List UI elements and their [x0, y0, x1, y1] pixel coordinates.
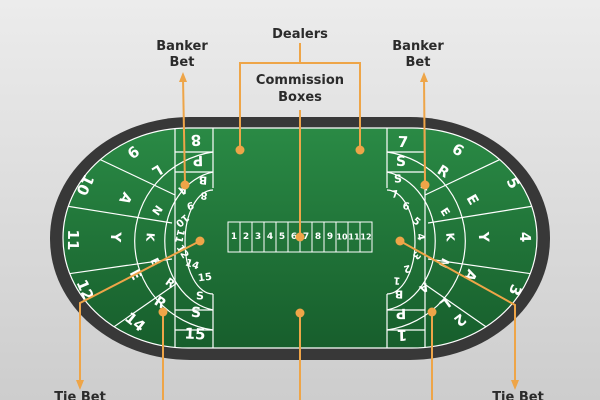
right-inner-marking: 1 — [393, 274, 401, 286]
commission-box-number: 4 — [267, 232, 273, 242]
commission-box-number: 10 — [336, 233, 348, 242]
commission-box-number: 6 — [291, 232, 297, 242]
right-inner-marking: 7 — [391, 189, 399, 201]
left-player-marking: S — [191, 305, 202, 322]
right-inner-marking: 2 — [402, 262, 412, 274]
left-banker-marking: S — [196, 290, 204, 303]
betting-lines — [63, 128, 537, 348]
commission-box-number: 5 — [279, 232, 285, 242]
right-player-marking: Y — [475, 231, 492, 244]
banker-bet-left-line1: Banker — [156, 39, 208, 54]
right-banker-marking: B — [395, 287, 404, 300]
left-outer-marking: 11 — [64, 229, 82, 250]
right-inner-marking: 6 — [402, 201, 411, 213]
right-outer-marking: 7 — [398, 133, 409, 151]
commission-box-number: 11 — [348, 233, 360, 242]
dealers-label: Dealers — [272, 27, 328, 42]
banker-bet-right-line1: Banker — [392, 39, 444, 54]
commission-box-number: 1 — [231, 232, 237, 242]
commission-box-number: 3 — [255, 232, 261, 242]
tie-bet-right-label: Tie Bet — [492, 390, 544, 400]
banker-bet-right-line2: Bet — [406, 55, 431, 70]
commission-box-number: 8 — [315, 232, 321, 242]
left-inner-marking: 15 — [197, 272, 212, 285]
tie-bet-left-label: Tie Bet — [54, 390, 106, 400]
left-outer-marking: 8 — [190, 131, 201, 149]
right-banker-marking: S — [394, 172, 402, 185]
left-banker-marking: B — [198, 173, 207, 186]
right-banker-marking: K — [443, 232, 457, 242]
right-outer-marking: 1 — [397, 326, 408, 344]
commission-label-line1: Commission — [256, 73, 344, 88]
right-player-marking: S — [396, 154, 406, 170]
right-player-marking: P — [396, 305, 406, 321]
annotations — [76, 43, 519, 400]
left-inner-marking: 8 — [200, 189, 208, 201]
right-inner-marking: 4 — [414, 233, 426, 242]
banker-bet-left-line2: Bet — [170, 55, 195, 70]
commission-box-number: 9 — [327, 232, 333, 242]
left-banker-marking: K — [143, 232, 157, 242]
commission-label-line2: Boxes — [278, 90, 322, 105]
left-inner-marking: 14 — [184, 258, 201, 273]
left-player-marking: Y — [107, 231, 124, 244]
left-player-marking: P — [193, 152, 204, 168]
commission-box-number: 12 — [360, 233, 371, 242]
commission-box-number: 7 — [303, 232, 309, 242]
commission-box — [359, 221, 373, 253]
commission-box-number: 2 — [243, 232, 249, 242]
right-outer-marking: 4 — [516, 231, 534, 242]
left-outer-marking: 15 — [184, 324, 206, 343]
left-inner-marking: 9 — [185, 199, 195, 211]
left-inner-marking: 11 — [172, 228, 186, 244]
